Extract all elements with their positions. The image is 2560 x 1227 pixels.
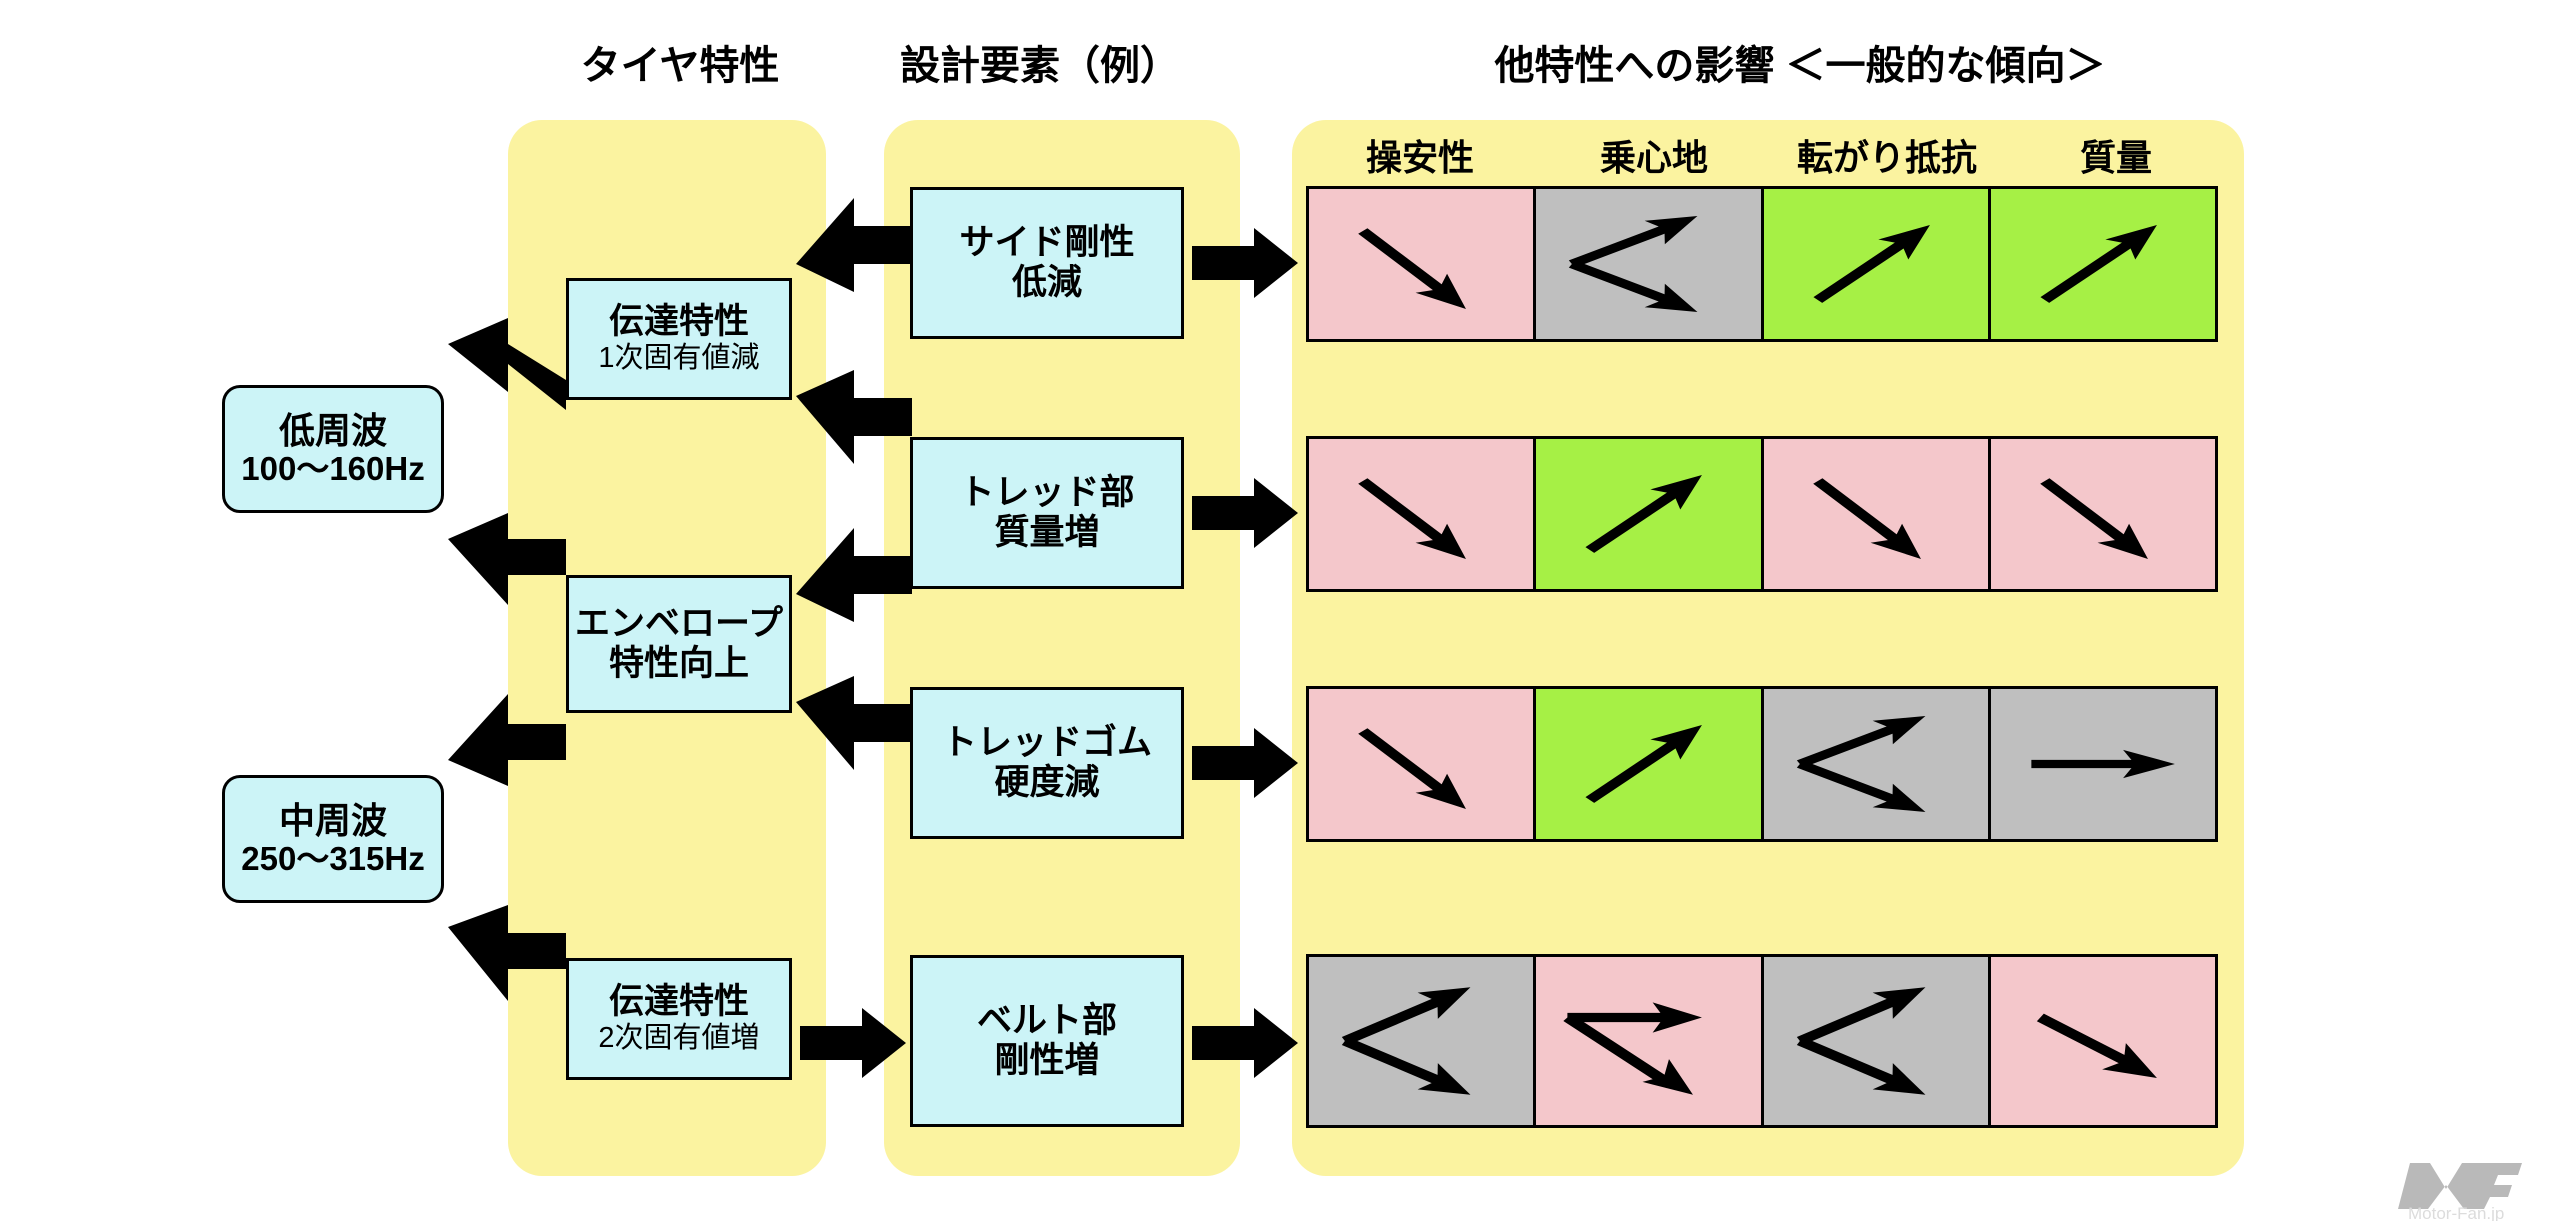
matrix-row-4 — [1306, 954, 2218, 1128]
connector-arrow-envelope-to-tread-rubber — [796, 676, 912, 772]
trend-arrow-split-both-icon — [1341, 987, 1471, 1095]
tire-characteristic-box-2-title: エンベロープ — [575, 604, 783, 644]
tire-characteristic-box-2-sub: 特性向上 — [608, 644, 749, 683]
column-title-design-elements: 設計要素（例） — [900, 44, 1180, 88]
matrix-cell-r4-c2-worse — [1536, 957, 1764, 1125]
matrix-row-3 — [1306, 686, 2218, 842]
matrix-column-header-1: 操安性 — [1365, 137, 1474, 178]
matrix-cell-r1-c2-neutral — [1536, 189, 1764, 339]
trend-arrow-up-icon — [1585, 725, 1703, 803]
watermark-text: Motor-Fan.jp — [2408, 1204, 2504, 1221]
watermark: Motor-Fan.jp — [2372, 1155, 2542, 1223]
matrix-column-header-2: 乗心地 — [1599, 137, 1708, 178]
matrix-row-2 — [1306, 436, 2218, 592]
connector-arrow-envelope-to-tread-mass — [796, 526, 912, 622]
connector-arrow-tread-rubber-to-matrix — [1192, 728, 1298, 798]
matrix-cell-r3-c2-better — [1536, 689, 1764, 839]
matrix-cell-r4-c4-worse — [1990, 957, 2215, 1125]
input-box-low-frequency-range: 100〜160Hz — [241, 449, 425, 487]
trend-arrow-flat-icon — [2031, 749, 2175, 779]
trend-arrow-split-both-icon — [1796, 716, 1925, 812]
tire-characteristic-box-1-title: 伝達特性 — [608, 302, 749, 342]
design-element-box-3-line2: 硬度減 — [994, 763, 1100, 802]
matrix-cell-r3-c1-worse — [1309, 689, 1537, 839]
design-element-box-2-line1: トレッド部 — [959, 473, 1135, 513]
matrix-cell-r2-c2-better — [1536, 439, 1764, 589]
connector-arrow-lowfreq-to-transfer1 — [448, 318, 566, 414]
connector-arrow-midfreq-to-envelope — [448, 690, 566, 786]
design-element-box-3-line1: トレッドゴム — [941, 723, 1152, 763]
matrix-cell-r2-c1-worse — [1309, 439, 1537, 589]
matrix-cell-r4-c1-neutral — [1309, 957, 1537, 1125]
trend-arrow-split-both-icon — [1796, 987, 1925, 1095]
matrix-cell-r1-c3-better — [1763, 189, 1991, 339]
tire-characteristic-box-3: 伝達特性 2次固有値増 — [566, 958, 792, 1080]
trend-arrow-down-shallow-icon — [2036, 1013, 2157, 1078]
matrix-cell-r1-c1-worse — [1309, 189, 1537, 339]
input-box-low-frequency-name: 低周波 — [278, 409, 387, 451]
connector-arrow-side-stiffness-to-matrix — [1192, 228, 1298, 298]
trend-arrow-up-icon — [1585, 475, 1703, 553]
connector-arrow-tread-mass-to-matrix — [1192, 478, 1298, 548]
connector-arrow-lowfreq-to-envelope — [448, 513, 566, 609]
design-element-box-2: トレッド部 質量増 — [910, 437, 1184, 589]
trend-arrow-down-icon — [2039, 478, 2148, 559]
connector-arrow-transfer1-to-tread-mass — [796, 370, 912, 466]
connector-arrow-transfer1-to-side-stiffness — [796, 196, 912, 292]
trend-arrow-up-icon — [2040, 225, 2157, 303]
trend-arrow-down-icon — [1812, 478, 1921, 559]
design-element-box-1: サイド剛性 低減 — [910, 187, 1184, 339]
tire-characteristic-box-3-sub: 2次固有値増 — [598, 1022, 760, 1055]
design-element-box-1-line2: 低減 — [1011, 263, 1082, 302]
trend-arrow-split-both-icon — [1569, 216, 1698, 312]
input-box-mid-frequency-name: 中周波 — [278, 799, 387, 841]
design-element-box-4: ベルト部 剛性増 — [910, 955, 1184, 1127]
tire-characteristic-box-2: エンベロープ 特性向上 — [566, 575, 792, 713]
trend-arrow-down-icon — [1358, 228, 1466, 309]
design-element-box-3: トレッドゴム 硬度減 — [910, 687, 1184, 839]
input-box-low-frequency: 低周波 100〜160Hz — [222, 385, 444, 513]
matrix-cell-r3-c4-neutral — [1990, 689, 2215, 839]
connector-arrow-belt-stiffness-to-matrix — [1192, 1008, 1298, 1078]
design-element-box-2-line2: 質量増 — [994, 513, 1100, 552]
column-title-other-effects: 他特性への影響 ＜一般的な傾向＞ — [1494, 44, 2106, 88]
matrix-cell-r2-c4-worse — [1990, 439, 2215, 589]
connector-arrow-midfreq-to-transfer2 — [448, 905, 566, 1005]
matrix-column-header-4: 質量 — [2079, 137, 2152, 178]
matrix-cell-r2-c3-worse — [1763, 439, 1991, 589]
tire-characteristic-box-3-title: 伝達特性 — [608, 982, 749, 1022]
matrix-cell-r4-c3-neutral — [1763, 957, 1991, 1125]
matrix-row-1 — [1306, 186, 2218, 342]
tire-characteristic-box-1: 伝達特性 1次固有値減 — [566, 278, 792, 400]
trend-arrow-split-flat-down-icon — [1563, 1002, 1703, 1095]
input-box-mid-frequency-range: 250〜315Hz — [241, 839, 425, 877]
matrix-column-header-3: 転がり抵抗 — [1796, 137, 1977, 178]
design-element-box-1-line1: サイド剛性 — [959, 223, 1135, 263]
design-element-box-4-line1: ベルト部 — [976, 1001, 1117, 1041]
column-title-tire-characteristics: タイヤ特性 — [580, 44, 780, 88]
trend-arrow-down-icon — [1358, 478, 1466, 559]
design-element-box-4-line2: 剛性増 — [994, 1041, 1100, 1080]
connector-arrow-transfer2-to-belt-stiffness — [800, 1008, 906, 1078]
input-box-mid-frequency: 中周波 250〜315Hz — [222, 775, 444, 903]
trend-arrow-down-icon — [1358, 728, 1466, 809]
tire-characteristic-box-1-sub: 1次固有値減 — [598, 342, 760, 375]
matrix-cell-r3-c3-neutral — [1763, 689, 1991, 839]
trend-arrow-up-icon — [1812, 225, 1930, 303]
matrix-cell-r1-c4-better — [1990, 189, 2215, 339]
